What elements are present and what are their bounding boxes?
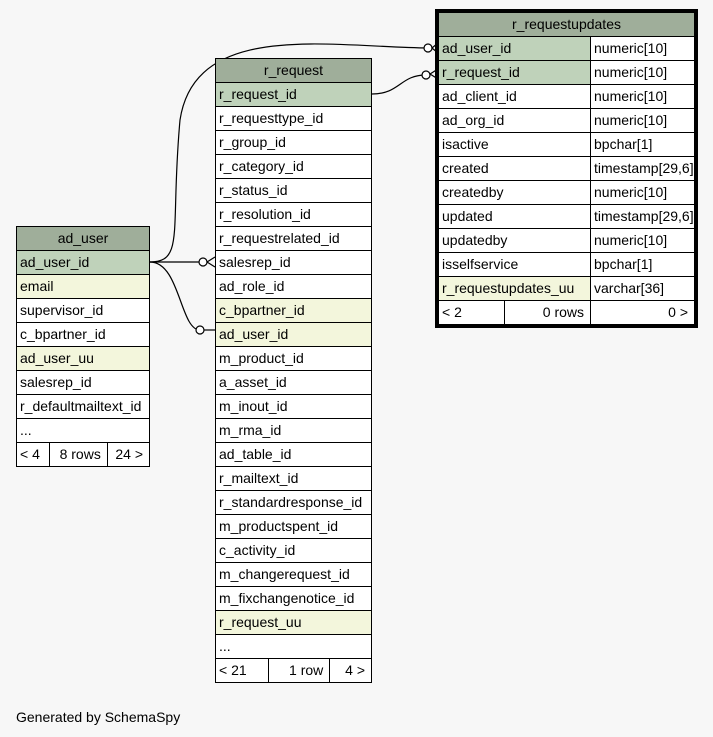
parents-count[interactable]: < 21 bbox=[215, 658, 269, 683]
column-ad-client-id[interactable]: ad_client_id bbox=[438, 84, 591, 109]
column-type: timestamp[29,6] bbox=[590, 204, 695, 229]
table-ad-user: ad_user ad_user_id email supervisor_id c… bbox=[15, 226, 151, 467]
row-count: 0 rows bbox=[504, 300, 591, 325]
column-ad-user-id[interactable]: ad_user_id bbox=[438, 36, 591, 61]
edge-aduser-request-aduser bbox=[149, 261, 201, 331]
column-type: varchar[36] bbox=[590, 276, 695, 301]
edge-end-circle bbox=[421, 70, 431, 80]
table-title[interactable]: ad_user bbox=[16, 226, 150, 251]
table-r-request: r_request r_request_id r_requesttype_id … bbox=[215, 58, 372, 683]
row-count: 1 row bbox=[267, 658, 331, 683]
column-m-fixchangenotice-id[interactable]: m_fixchangenotice_id bbox=[215, 586, 372, 611]
edge-end-circle bbox=[195, 325, 205, 335]
children-count[interactable]: 24 > bbox=[106, 442, 151, 467]
column-m-rma-id[interactable]: m_rma_id bbox=[215, 418, 372, 443]
column-supervisor-id[interactable]: supervisor_id bbox=[16, 298, 150, 323]
column-salesrep-id[interactable]: salesrep_id bbox=[215, 250, 372, 275]
column-r-category-id[interactable]: r_category_id bbox=[215, 154, 372, 179]
column-ad-role-id[interactable]: ad_role_id bbox=[215, 274, 372, 299]
parents-count[interactable]: < 4 bbox=[15, 442, 51, 467]
column-email[interactable]: email bbox=[16, 274, 150, 299]
column-r-requestrelated-id[interactable]: r_requestrelated_id bbox=[215, 226, 372, 251]
column-r-standardresponse-id[interactable]: r_standardresponse_id bbox=[215, 490, 372, 515]
column-r-request-uu[interactable]: r_request_uu bbox=[215, 610, 372, 635]
column-type: bpchar[1] bbox=[590, 132, 695, 157]
generated-by-footer: Generated by SchemaSpy bbox=[16, 709, 181, 725]
column-ad-table-id[interactable]: ad_table_id bbox=[215, 442, 372, 467]
column-r-requesttype-id[interactable]: r_requesttype_id bbox=[215, 106, 372, 131]
column-r-requestupdates-uu[interactable]: r_requestupdates_uu bbox=[438, 276, 591, 301]
column-type: numeric[10] bbox=[590, 108, 695, 133]
column-created[interactable]: created bbox=[438, 156, 591, 181]
column-ellipsis: ... bbox=[215, 634, 372, 659]
column-updatedby[interactable]: updatedby bbox=[438, 228, 591, 253]
column-r-status-id[interactable]: r_status_id bbox=[215, 178, 372, 203]
column-r-group-id[interactable]: r_group_id bbox=[215, 130, 372, 155]
column-r-resolution-id[interactable]: r_resolution_id bbox=[215, 202, 372, 227]
column-type: numeric[10] bbox=[590, 84, 695, 109]
row-count: 8 rows bbox=[49, 442, 108, 467]
column-m-product-id[interactable]: m_product_id bbox=[215, 346, 372, 371]
column-ad-user-id[interactable]: ad_user_id bbox=[16, 250, 150, 275]
column-type: numeric[10] bbox=[590, 36, 695, 61]
column-r-request-id[interactable]: r_request_id bbox=[438, 60, 591, 85]
parents-count[interactable]: < 2 bbox=[438, 300, 505, 325]
column-updated[interactable]: updated bbox=[438, 204, 591, 229]
children-count[interactable]: 0 > bbox=[590, 300, 695, 325]
table-title[interactable]: r_request bbox=[215, 58, 372, 83]
column-c-bpartner-id[interactable]: c_bpartner_id bbox=[16, 322, 150, 347]
column-m-productspent-id[interactable]: m_productspent_id bbox=[215, 514, 372, 539]
column-type: numeric[10] bbox=[590, 228, 695, 253]
column-isselfservice[interactable]: isselfservice bbox=[438, 252, 591, 277]
column-c-activity-id[interactable]: c_activity_id bbox=[215, 538, 372, 563]
column-createdby[interactable]: createdby bbox=[438, 180, 591, 205]
column-a-asset-id[interactable]: a_asset_id bbox=[215, 370, 372, 395]
column-r-mailtext-id[interactable]: r_mailtext_id bbox=[215, 466, 372, 491]
column-c-bpartner-id[interactable]: c_bpartner_id bbox=[215, 298, 372, 323]
column-type: numeric[10] bbox=[590, 60, 695, 85]
column-ad-user-id[interactable]: ad_user_id bbox=[215, 322, 372, 347]
edge-end-circle bbox=[198, 257, 208, 267]
column-salesrep-id[interactable]: salesrep_id bbox=[16, 370, 150, 395]
column-r-defaultmailtext-id[interactable]: r_defaultmailtext_id bbox=[16, 394, 150, 419]
edge-end-circle bbox=[423, 43, 433, 53]
column-type: bpchar[1] bbox=[590, 252, 695, 277]
column-type: numeric[10] bbox=[590, 180, 695, 205]
column-m-inout-id[interactable]: m_inout_id bbox=[215, 394, 372, 419]
table-title[interactable]: r_requestupdates bbox=[438, 12, 695, 37]
column-ad-org-id[interactable]: ad_org_id bbox=[438, 108, 591, 133]
column-type: timestamp[29,6] bbox=[590, 156, 695, 181]
column-m-changerequest-id[interactable]: m_changerequest_id bbox=[215, 562, 372, 587]
edge-aduser-requestupdates bbox=[149, 43, 429, 263]
edge-request-requestupdates bbox=[371, 74, 427, 95]
column-r-request-id[interactable]: r_request_id bbox=[215, 82, 372, 107]
column-isactive[interactable]: isactive bbox=[438, 132, 591, 157]
column-ellipsis: ... bbox=[16, 418, 150, 443]
children-count[interactable]: 4 > bbox=[329, 658, 372, 683]
column-ad-user-uu[interactable]: ad_user_uu bbox=[16, 346, 150, 371]
